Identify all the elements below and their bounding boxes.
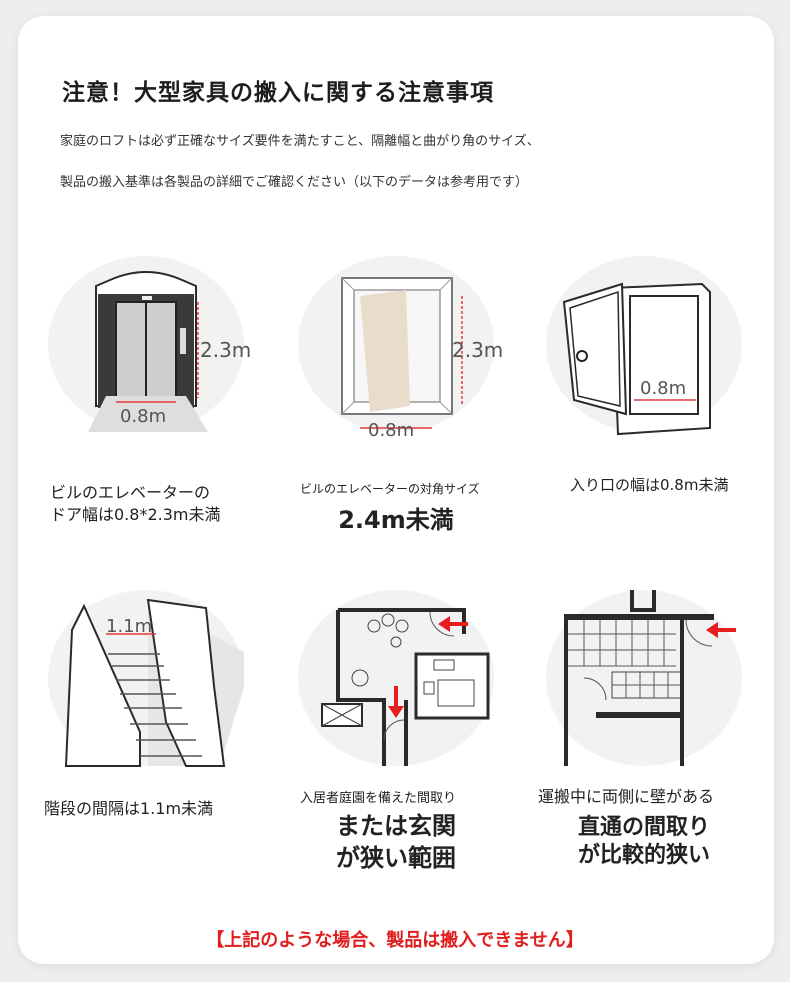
caption-line: 直通の間取り	[577, 815, 710, 840]
floorplan-garden-illustration	[298, 590, 494, 766]
stairs-caption: 階段の間隔は1.1m未満	[44, 799, 214, 818]
caption-line: が比較的狭い	[577, 843, 710, 868]
caption-line: または玄関	[336, 812, 456, 840]
entrance-door-illustration: 0.8m	[546, 256, 742, 436]
width-label: 0.8m	[120, 406, 167, 427]
height-label: 2.3m	[452, 338, 504, 362]
caption-line: が狭い範囲	[336, 844, 456, 872]
floorplan-garden-detail: または玄関 が狭い範囲	[298, 810, 494, 874]
height-label: 2.3m	[200, 338, 252, 362]
elevator-door-caption: ビルのエレベーターの ドア幅は0.8*2.3m未満	[50, 482, 220, 526]
warning-text: 【上記のような場合、製品は搬入できません】	[206, 930, 584, 951]
stairs-illustration: 1.1m	[48, 590, 244, 767]
description-line-1: 家庭のロフトは必ず正確なサイズ要件を満たすこと、隔離幅と曲がり角のサイズ、	[60, 134, 540, 149]
elevator-interior-illustration: 2.3m 0.8m	[298, 256, 503, 441]
floorplan-garden-caption: 入居者庭園を備えた間取り	[300, 791, 457, 806]
notice-card	[18, 16, 774, 964]
corridor-caption: 運搬中に両側に壁がある	[538, 787, 715, 806]
entrance-caption: 入り口の幅は0.8m未満	[570, 476, 729, 494]
elevator-diagonal-caption: ビルのエレベーターの対角サイズ	[300, 482, 480, 496]
corridor-floorplan-illustration	[546, 590, 742, 766]
width-label: 0.8m	[368, 420, 415, 441]
caption-line: ドア幅は0.8*2.3m未満	[50, 505, 221, 524]
corridor-detail: 直通の間取り が比較的狭い	[546, 814, 742, 870]
page-title: 注意！大型家具の搬入に関する注意事項	[62, 80, 494, 106]
elevator-diagonal-size: 2.4m未満	[338, 506, 454, 534]
elevator-door-illustration: 2.3m 0.8m	[48, 256, 251, 432]
description-line-2: 製品の搬入基準は各製品の詳細でご確認ください（以下のデータは参考用です）	[60, 175, 529, 190]
width-label: 1.1m	[106, 616, 153, 637]
width-label: 0.8m	[640, 378, 687, 399]
caption-line: ビルのエレベーターの	[50, 483, 211, 502]
